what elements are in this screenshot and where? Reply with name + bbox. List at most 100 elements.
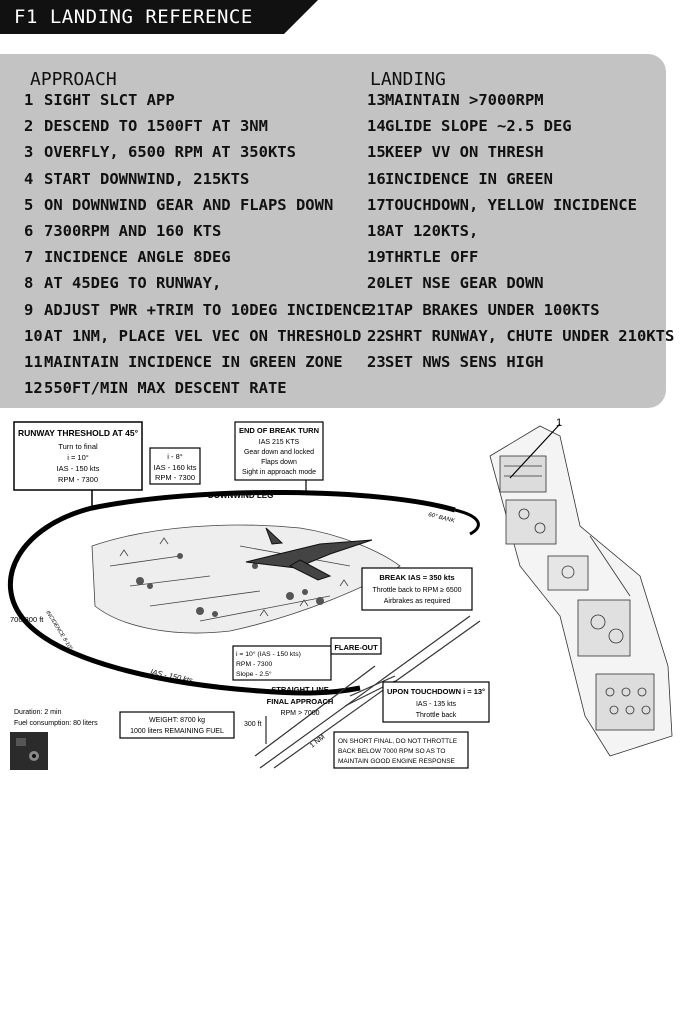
- svg-text:IAS - 135 kts: IAS - 135 kts: [416, 701, 457, 708]
- step-number: 9: [24, 300, 34, 319]
- runway: [254, 615, 481, 769]
- svg-text:Gear down and locked: Gear down and locked: [244, 449, 314, 456]
- svg-text:BREAK IAS = 350 kts: BREAK IAS = 350 kts: [379, 573, 454, 582]
- cockpit-panel-sketch: [489, 425, 673, 757]
- weight-box: WEIGHT: 8700 kg 1000 liters REMAINING FU…: [119, 711, 235, 739]
- approach-step: 3 OVERFLY, 6500 RPM AT 350KTS: [24, 143, 296, 161]
- svg-text:IAS 215 KTS: IAS 215 KTS: [259, 439, 300, 446]
- step-text: START DOWNWIND, 215KTS: [44, 169, 250, 188]
- step-text: THRTLE OFF: [385, 248, 479, 267]
- landing-step: 20LET NSE GEAR DOWN: [367, 274, 544, 292]
- svg-text:i = 10°: i = 10°: [67, 453, 89, 462]
- step-number: 1: [24, 91, 34, 109]
- landing-step: 22SHRT RUNWAY, CHUTE UNDER 210KTS: [367, 327, 674, 345]
- landing-step: 17TOUCHDOWN, YELLOW INCIDENCE: [367, 196, 637, 214]
- svg-text:IAS - 160 kts: IAS - 160 kts: [154, 463, 197, 472]
- callout-line: [509, 423, 561, 479]
- step-text: 7300RPM AND 160 KTS: [44, 222, 222, 240]
- step-text: ON DOWNWIND GEAR AND FLAPS DOWN: [44, 195, 334, 214]
- approach-heading: APPROACH: [30, 69, 117, 90]
- step-text: KEEP VV ON THRESH: [385, 143, 544, 162]
- short-final-box: ON SHORT FINAL, DO NOT THROTTLE BACK BEL…: [333, 731, 469, 769]
- title-tab: F1 LANDING REFERENCE: [0, 0, 318, 34]
- step-text: SHRT RUNWAY, CHUTE UNDER 210KTS: [385, 326, 675, 345]
- step-text: TAP BRAKES UNDER 100KTS: [385, 300, 600, 319]
- landing-step: 16INCIDENCE IN GREEN: [367, 170, 553, 188]
- svg-text:Flaps down: Flaps down: [261, 459, 297, 466]
- svg-text:WEIGHT: 8700 kg: WEIGHT: 8700 kg: [149, 717, 205, 724]
- break-box: BREAK IAS = 350 kts Throttle back to RPM…: [361, 567, 473, 611]
- step-number: 11: [24, 353, 43, 371]
- svg-text:Sight in approach mode: Sight in approach mode: [242, 469, 316, 476]
- step-number: 4: [24, 169, 34, 188]
- svg-text:Throttle back to RPM ≥ 6500: Throttle back to RPM ≥ 6500: [372, 587, 461, 594]
- landing-step: 14GLIDE SLOPE ~2.5 DEG: [367, 117, 572, 135]
- step-number: 20: [367, 274, 386, 293]
- step-text: AT 45DEG TO RUNWAY,: [44, 274, 222, 293]
- step-number: 16: [367, 169, 386, 188]
- altitude-300-label: 300 ft: [244, 721, 262, 728]
- step-text: MAINTAIN INCIDENCE IN GREEN ZONE: [44, 353, 343, 371]
- landing-step: 15KEEP VV ON THRESH: [367, 143, 544, 161]
- svg-text:RPM - 7300: RPM - 7300: [58, 475, 98, 484]
- step-text: TOUCHDOWN, YELLOW INCIDENCE: [385, 195, 637, 214]
- step-text: AT 120KTS,: [385, 222, 479, 240]
- svg-text:1000 liters REMAINING FUEL: 1000 liters REMAINING FUEL: [130, 728, 224, 735]
- landing-heading: LANDING: [370, 69, 446, 90]
- svg-text:i - 8°: i - 8°: [167, 452, 183, 461]
- callout-number: 1: [556, 417, 562, 429]
- step-number: 19: [367, 248, 386, 267]
- svg-text:RPM - 7300: RPM - 7300: [236, 661, 272, 668]
- step-number: 7: [24, 248, 34, 267]
- step-text: AT 1NM, PLACE VEL VEC ON THRESHOLD: [44, 326, 362, 345]
- svg-text:FINAL APPROACH: FINAL APPROACH: [267, 697, 334, 706]
- approach-step: 4 START DOWNWIND, 215KTS: [24, 170, 249, 188]
- svg-text:STRAIGHT LINE: STRAIGHT LINE: [271, 685, 329, 694]
- step-number: 10: [24, 326, 43, 345]
- cockpit-photo-thumbnail: [10, 732, 48, 770]
- aircraft-icon: [245, 527, 373, 581]
- svg-text:RPM > 7000: RPM > 7000: [280, 710, 319, 717]
- step-text: SET NWS SENS HIGH: [385, 353, 544, 371]
- step-number: 17: [367, 195, 386, 214]
- threshold-box: RUNWAY THRESHOLD AT 45° Turn to final i …: [13, 421, 143, 508]
- step-text: ADJUST PWR +TRIM TO 10DEG INCIDENCE: [44, 300, 371, 319]
- downwind-box: i - 8° IAS - 160 kts RPM - 7300: [149, 447, 201, 485]
- step-number: 6: [24, 222, 34, 240]
- touchdown-box: UPON TOUCHDOWN i = 13° IAS - 135 kts Thr…: [382, 681, 490, 723]
- step-number: 3: [24, 143, 34, 162]
- tree-clusters-icon: [136, 553, 324, 617]
- svg-text:RUNWAY THRESHOLD AT 45°: RUNWAY THRESHOLD AT 45°: [18, 428, 139, 438]
- svg-text:Turn to final: Turn to final: [58, 442, 98, 451]
- step-text: OVERFLY, 6500 RPM AT 350KTS: [44, 143, 296, 162]
- svg-text:Airbrakes as required: Airbrakes as required: [384, 598, 451, 605]
- checklist-panel: [0, 54, 666, 408]
- landing-step: 13MAINTAIN >7000RPM: [367, 91, 544, 109]
- svg-text:UPON TOUCHDOWN i = 13°: UPON TOUCHDOWN i = 13°: [387, 687, 485, 696]
- step-number: 14: [367, 117, 386, 136]
- straight-final-label: STRAIGHT LINE FINAL APPROACH RPM > 7000: [267, 685, 334, 717]
- step-text: INCIDENCE ANGLE 8DEG: [44, 248, 231, 267]
- flare-box: FLARE-OUT: [330, 637, 382, 655]
- approach-step: 10AT 1NM, PLACE VEL VEC ON THRESHOLD: [24, 327, 361, 345]
- approach-step: 12550FT/MIN MAX DESCENT RATE: [24, 379, 287, 397]
- svg-text:MAINTAIN GOOD ENGINE RESPONSE: MAINTAIN GOOD ENGINE RESPONSE: [338, 758, 456, 765]
- svg-text:RPM - 7300: RPM - 7300: [155, 473, 195, 482]
- step-number: 8: [24, 274, 34, 293]
- svg-text:FLARE-OUT: FLARE-OUT: [334, 643, 378, 652]
- step-number: 21: [367, 300, 386, 319]
- step-text: LET NSE GEAR DOWN: [385, 274, 544, 293]
- bank-label: 60° BANK: [428, 512, 457, 525]
- svg-text:Throttle back: Throttle back: [416, 712, 457, 719]
- step-text: MAINTAIN >7000RPM: [385, 91, 544, 109]
- step-text: INCIDENCE IN GREEN: [385, 169, 553, 188]
- svg-text:Slope - 2.5°: Slope - 2.5°: [236, 670, 272, 678]
- landing-pattern-diagram: RUNWAY THRESHOLD AT 45° Turn to final i …: [7, 417, 673, 770]
- fuel-label: Fuel consumption: 80 liters: [14, 720, 98, 727]
- final-box: i = 10° (IAS - 150 kts) RPM - 7300 Slope…: [232, 645, 332, 681]
- page-title: F1 LANDING REFERENCE: [14, 6, 253, 28]
- break-turn-path: [454, 508, 480, 536]
- nm-label: 1 NM: [309, 734, 327, 750]
- step-number: 22: [367, 326, 386, 345]
